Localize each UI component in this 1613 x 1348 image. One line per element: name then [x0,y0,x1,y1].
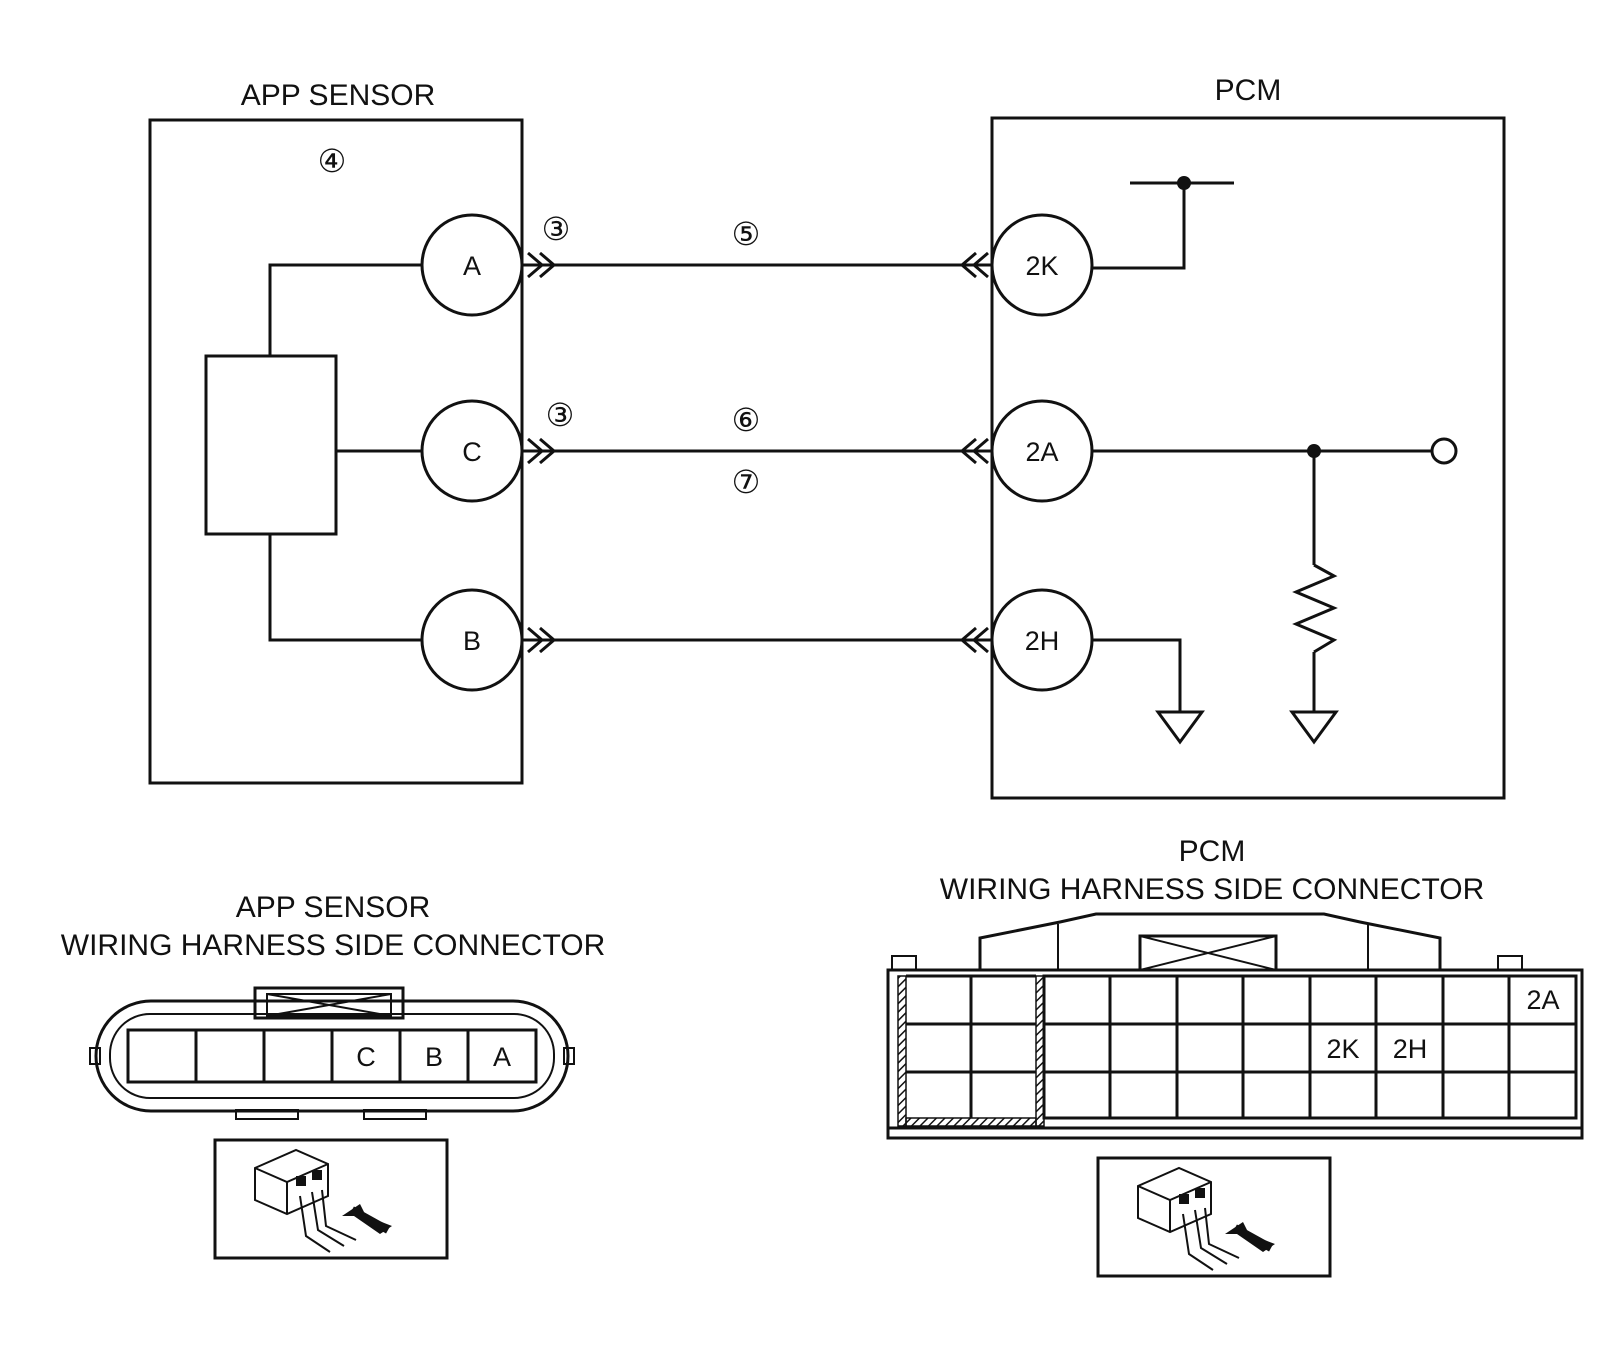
connector-hood [978,912,1442,970]
sensor-cavity-label: B [425,1042,443,1072]
pcm-box [990,116,1506,800]
pcm-cavity-label: 2A [1526,985,1559,1015]
svg-text:A: A [463,251,481,281]
wire-internal-a [268,263,423,356]
connector-chevron-icon [959,626,989,654]
sensor-connector-title-1: APP SENSOR [236,891,431,924]
wire-internal-b [268,534,423,642]
sensor-cavity-label: C [356,1042,376,1072]
connector-latch [253,986,405,1020]
connector-key [563,1047,575,1065]
wire-ref-5: ⑤ [732,216,761,252]
pcm-cavity-label: 2H [1393,1034,1428,1064]
connector-body [886,968,1584,1140]
app-sensor-title: APP SENSOR [241,79,436,112]
connector-chevron-icon [527,626,557,654]
svg-text:2H: 2H [1025,626,1060,656]
component-ref-4: ④ [318,143,347,179]
connector-chevron-icon [959,437,989,465]
connector-tab [891,955,917,971]
connector-shell-inner [109,1013,555,1099]
pcm-pin-2a: 2A [990,399,1094,503]
junction-dot [1177,176,1191,190]
connector-chevron-icon [527,437,557,465]
pcm-ground-wire [1092,638,1182,712]
svg-text:2K: 2K [1025,251,1058,281]
app-sensor-connector-view: APP SENSOR WIRING HARNESS SIDE CONNECTOR… [61,891,606,1260]
pcm-block: PCM 2K 2A 2H [990,74,1506,800]
pcm-connector-title-1: PCM [1179,835,1246,868]
sensor-cavity-label: A [493,1042,511,1072]
connector-tab [1497,955,1523,971]
connector-shell [94,999,570,1113]
connector-key [89,1047,101,1065]
sensor-pin-c: C [420,399,524,503]
harness-wires: ③ ③ ⑤ ⑥ ⑦ [522,211,992,654]
latch-cross [1139,935,1277,971]
pcm-title: PCM [1215,74,1282,107]
sensor-pin-b: B [420,588,524,692]
ground-icon [1155,710,1205,745]
latch-cross [266,993,392,1017]
sensor-element [204,354,338,536]
wire-ref-6: ⑥ [732,402,761,438]
connector-ref-3: ③ [546,397,575,433]
sensor-connector-title-2: WIRING HARNESS SIDE CONNECTOR [61,929,606,962]
connector-rib [235,1109,299,1120]
svg-text:C: C [462,437,482,467]
svg-text:B: B [463,626,481,656]
pcm-connector-title-2: WIRING HARNESS SIDE CONNECTOR [940,873,1485,906]
pcm-connector-view: PCM WIRING HARNESS SIDE CONNECTOR [886,835,1584,1278]
connector-latch [266,993,392,1017]
connector-chevron-icon [959,251,989,279]
pcm-supply-wire [1092,183,1186,270]
connector-insertion-icon [213,1138,449,1260]
pcm-pin-2k: 2K [990,213,1094,317]
connector-ref-3: ③ [542,211,571,247]
pcm-pin-2h: 2H [990,588,1094,692]
signal-terminal [1430,437,1458,465]
resistor-symbol [1292,563,1338,654]
wire-ref-7: ⑦ [732,464,761,500]
ground-icon [1289,710,1339,745]
connector-insertion-icon [1096,1156,1332,1278]
pcm-cavity-label: 2K [1326,1034,1359,1064]
svg-text:2A: 2A [1025,437,1058,467]
app-sensor-block: APP SENSOR ④ A C B [148,79,524,785]
connector-chevron-icon [527,251,557,279]
sensor-pin-a: A [420,213,524,317]
connector-rib [363,1109,427,1120]
